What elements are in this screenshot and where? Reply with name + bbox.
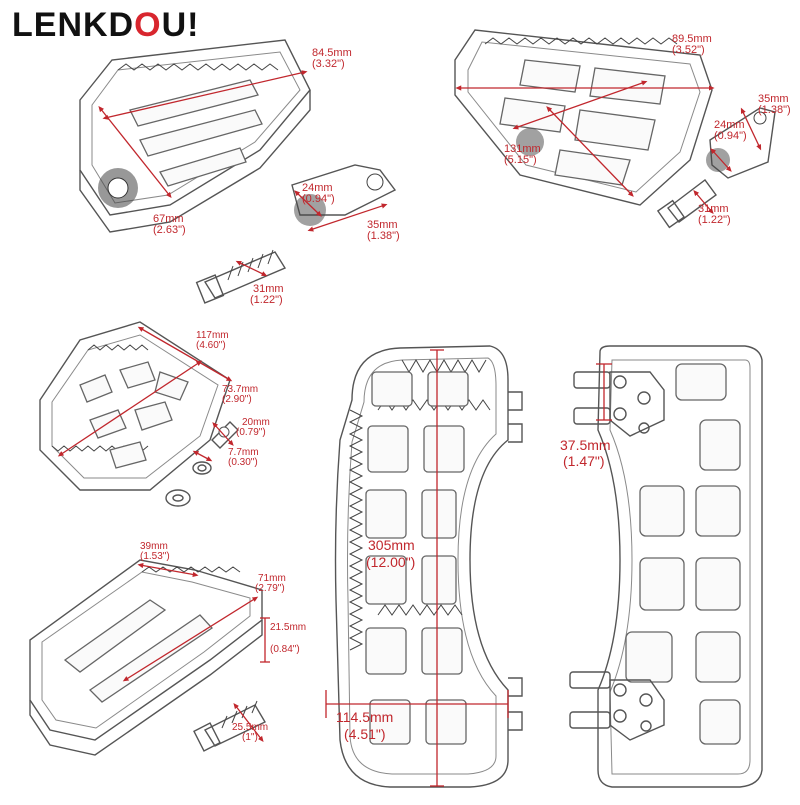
tr-length-mm: 131mm [504,143,541,155]
floorboard-dimensions: 305mm (12.00") 114.5mm (4.51") 37.5mm (1… [325,349,612,787]
top-right-dimensions: 89.5mm (3.52") 131mm (5.15") 35mm (1.38"… [455,33,791,226]
top-left-dimensions: 84.5mm (3.32") 67mm (2.63") 24mm (0.94")… [98,47,400,306]
board-width-mm: 114.5mm [336,709,393,725]
ml-length-in: (4.60") [196,340,226,351]
bl-top-width-in: (1.53") [140,551,170,562]
peg-top-left [79,39,397,304]
tr-adapter-length-mm: 35mm [758,93,789,105]
tl-width-in: (2.63") [153,224,186,236]
floorboard-back-view [569,345,763,788]
board-mount-mm: 37.5mm [560,437,611,453]
ml-length-mm: 117mm [196,330,229,341]
tr-adapter-length-in: (1.38") [758,104,791,116]
ml-washer-in: (0.30") [228,457,258,468]
tr-length-in: (5.15") [504,154,537,166]
ml-washer-mm: 7.7mm [228,447,259,458]
bl-bolt-mm: 25.5mm [232,722,268,733]
tl-adapter-length-mm: 35mm [367,219,398,231]
bottom-left-dimensions: 39mm (1.53") 71mm (2.79") 21.5mm (0.84")… [122,541,306,743]
tr-width-mm: 89.5mm [672,33,712,45]
tr-bolt-in: (1.22") [698,214,731,226]
tr-bolt-mm: 31mm [698,203,729,215]
bl-length-mm: 71mm [258,573,286,584]
bl-height-in: (0.84") [270,644,300,655]
tl-length-in: (3.32") [312,58,345,70]
bl-length-in: (2.79") [255,583,285,594]
tl-length-mm: 84.5mm [312,47,352,59]
ml-width-mm: 73.7mm [222,384,258,395]
bl-top-width-mm: 39mm [140,541,168,552]
tl-width-mm: 67mm [153,213,184,225]
board-mount-in: (1.47") [563,453,605,469]
board-length-mm: 305mm [368,537,415,553]
brand-logo: LENKDOU! [12,6,199,45]
tl-adapter-length-in: (1.38") [367,230,400,242]
brand-name-start: LENKD [12,6,135,44]
bl-height-mm: 21.5mm [270,622,306,633]
brand-name-end: U! [161,6,200,44]
tl-adapter-width-mm: 24mm [302,182,333,194]
brand-name-accent: O [134,6,162,44]
pedal-bottom-left [29,559,266,756]
tr-width-in: (3.52") [672,44,705,56]
board-length-in: (12.00") [366,554,415,570]
tl-adapter-width-in: (0.94") [302,193,335,205]
board-width-in: (4.51") [344,726,386,742]
floorboard-front-view [334,345,523,788]
ml-bolt-in: (0.79") [236,427,266,438]
ml-width-in: (2.90") [222,394,252,405]
mid-left-dimensions: 117mm (4.60") 73.7mm (2.90") 20mm (0.79"… [57,326,270,468]
ml-bolt-mm: 20mm [242,417,270,428]
tl-bolt-mm: 31mm [253,283,284,295]
tl-bolt-in: (1.22") [250,294,283,306]
bl-bolt-in: (1") [242,732,258,743]
tr-adapter-width-mm: 24mm [714,119,745,131]
tr-adapter-width-in: (0.94") [714,130,747,142]
